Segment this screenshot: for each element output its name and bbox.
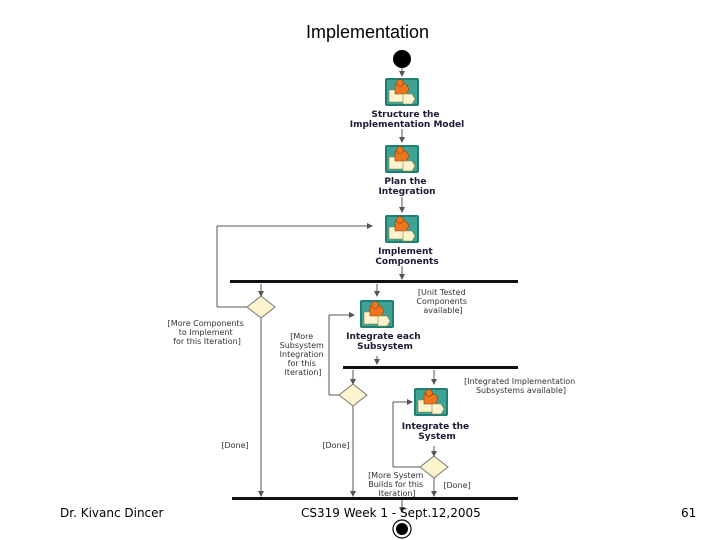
guard-more-subsystem-3: Integration [280, 350, 324, 359]
fork-bar-components [230, 280, 518, 283]
guard-more-system-3: Iteration] [378, 489, 415, 498]
footer-course: CS319 Week 1 - Sept.12,2005 [301, 506, 481, 520]
activity-plan-icon [384, 144, 420, 174]
svg-text:Integrate the System: Integrate the System [402, 422, 473, 442]
svg-text:Implement Components: Implement Components [375, 247, 438, 267]
guard-more-components-3: for this Iteration] [173, 337, 241, 346]
guard-integrated-impl-1: [Integrated Implementation [464, 377, 575, 386]
guard-more-components-1: [More Components [168, 319, 244, 328]
guard-done-right: [Done] [443, 481, 470, 490]
footer-author: Dr. Kivanc Dincer [60, 506, 164, 520]
guard-more-subsystem-2: Subsystem [280, 341, 324, 350]
svg-text:[More System Builds for th: [More System Builds for this Iteration] [368, 471, 426, 498]
decision-more-builds [419, 455, 449, 479]
guard-more-subsystem-1: [More [290, 332, 313, 341]
guard-done-mid: [Done] [322, 441, 349, 450]
activity-plan-label-2: Integration [378, 187, 435, 197]
activity-structure-label-2: Implementation Model [350, 120, 465, 130]
footer-page-number: 61 [681, 506, 697, 520]
activity-implement-label-1: Implement [378, 247, 433, 257]
guard-more-subsystem-4: for this [288, 359, 316, 368]
svg-text:[Unit Tested Components: [Unit Tested Components available] [416, 288, 469, 315]
guard-more-subsystem-5: Iteration] [284, 368, 321, 377]
join-bar-done [232, 497, 518, 500]
activity-implement-label-2: Components [375, 257, 438, 267]
activity-plan-label-1: Plan the [384, 177, 426, 187]
guard-unit-tested-3: available] [423, 306, 462, 315]
svg-text:Plan the Integration: Plan the Integration [378, 177, 435, 197]
activity-structure-label-1: Structure the [371, 110, 439, 120]
guard-more-system-1: [More System [368, 471, 424, 480]
guard-more-system-2: Builds for this [368, 480, 423, 489]
decision-more-components [246, 295, 276, 319]
svg-text:[Integrated Implementation: [Integrated Implementation Subsystems av… [464, 377, 578, 395]
activity-integrate-system-label-2: System [418, 432, 456, 442]
flow-connectors [216, 68, 437, 513]
activity-implement-icon [384, 214, 420, 244]
decision-more-subsystems [338, 383, 368, 407]
svg-text:[More Subsystem Integr: [More Subsystem Integration for this Ite… [280, 332, 327, 377]
final-node-inner [396, 523, 408, 535]
fork-bar-subsystems [343, 366, 518, 369]
svg-text:Structure the Implementati: Structure the Implementation Model [350, 110, 465, 130]
activity-integrate-subsystem-icon [359, 299, 395, 329]
activity-integrate-subsystem-label-2: Subsystem [357, 342, 413, 352]
activity-structure-icon [384, 77, 420, 107]
activity-integrate-subsystem-label-1: Integrate each [346, 332, 421, 342]
svg-text:[More Components to Implem: [More Components to Implement for this I… [168, 319, 247, 346]
slide-title: Implementation [305, 22, 430, 42]
guard-unit-tested-1: [Unit Tested [418, 288, 466, 297]
activity-integrate-system-icon [413, 387, 449, 417]
guard-done-left: [Done] [221, 441, 248, 450]
activity-integrate-system-label-1: Integrate the [402, 422, 469, 432]
guard-integrated-impl-2: Subsystems available] [476, 386, 566, 395]
guard-more-components-2: to Implement [179, 328, 233, 337]
initial-node [393, 50, 411, 68]
svg-text:Integrate each Subsystem: Integrate each Subsystem [346, 332, 424, 352]
guard-unit-tested-2: Components [416, 297, 467, 306]
